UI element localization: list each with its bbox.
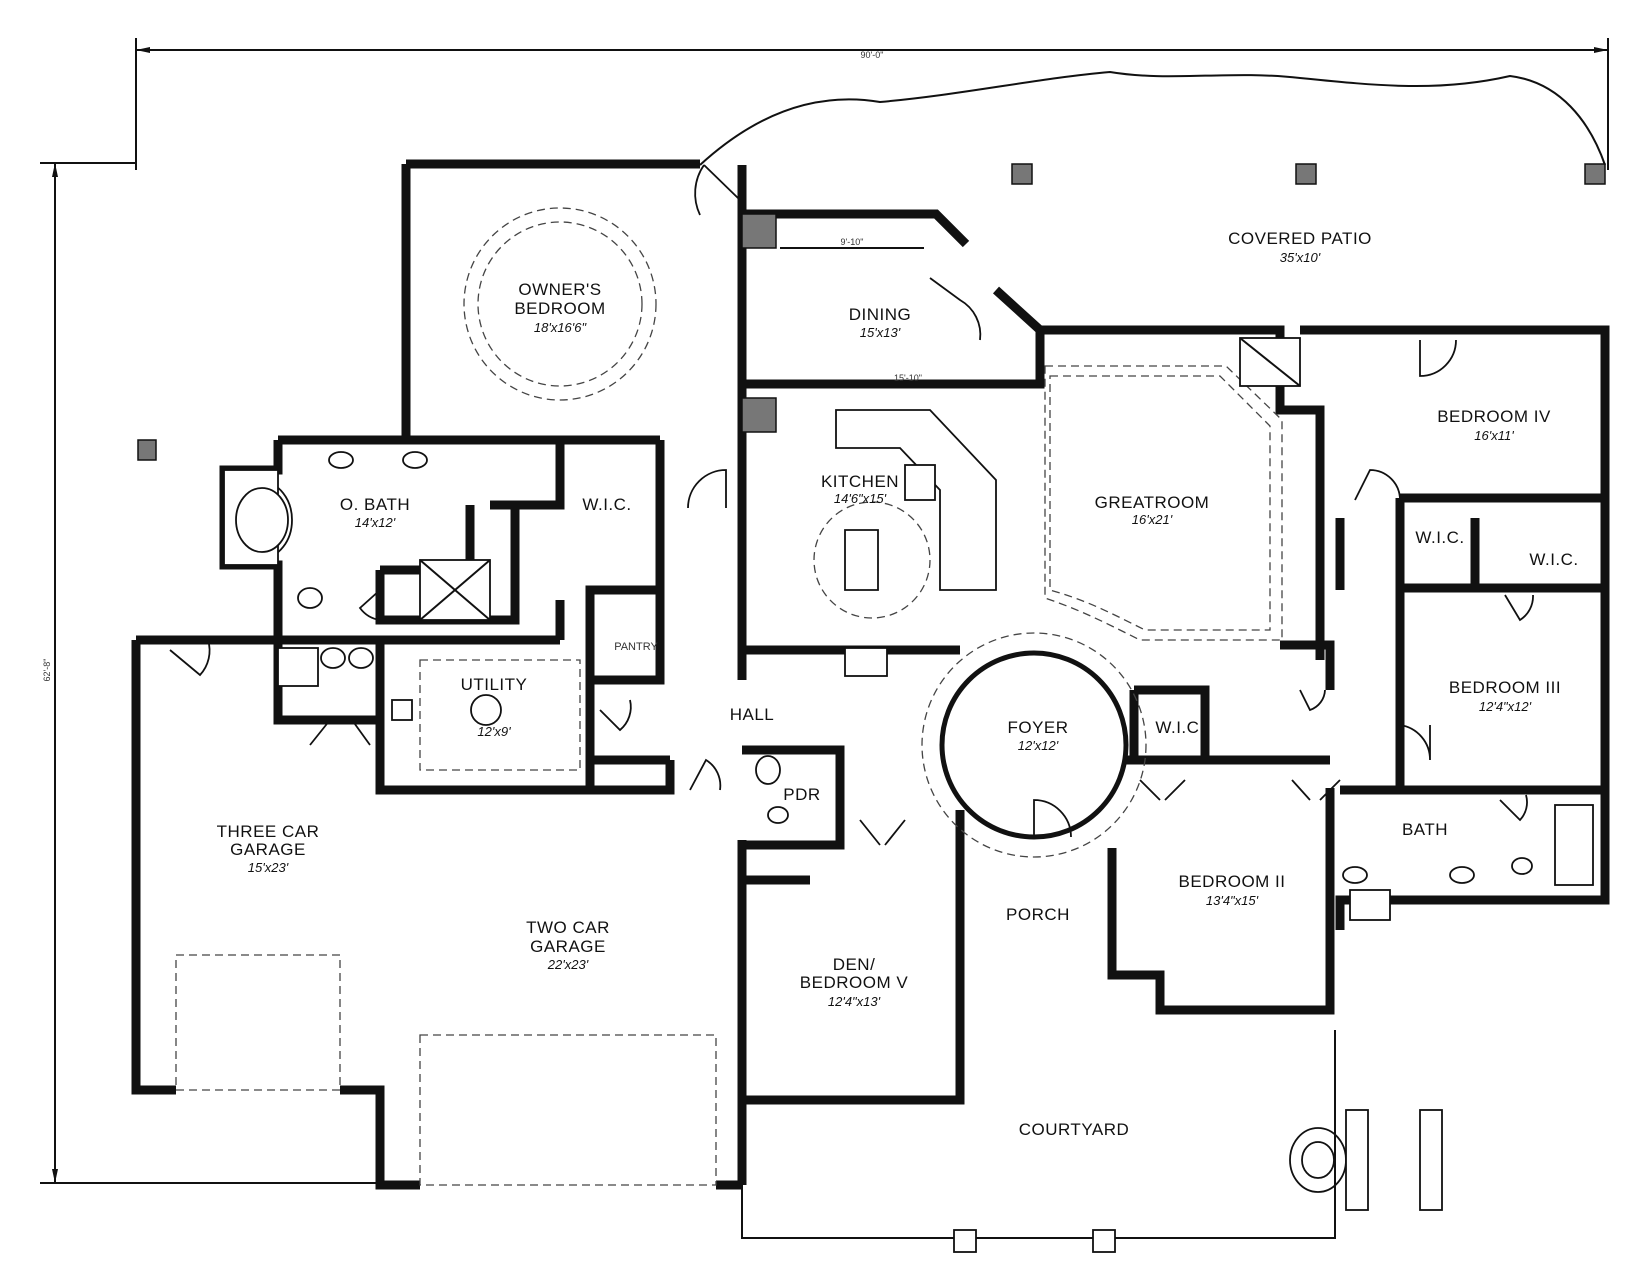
courtyard-label: COURTYARD xyxy=(1019,1120,1130,1139)
utility-label: UTILITY xyxy=(461,675,528,694)
bedroom-iv-size: 16'x11' xyxy=(1474,428,1514,443)
kitchen-label: KITCHEN xyxy=(821,472,899,491)
den-size: 12'4"x13' xyxy=(828,994,881,1009)
three-car-garage-label-1: THREE CAR xyxy=(217,822,320,841)
bedroom-ii-label: BEDROOM II xyxy=(1178,872,1285,891)
o-bath-label: O. BATH xyxy=(340,495,410,514)
dining-span-bottom: 15'-10" xyxy=(894,373,922,383)
patio-columns xyxy=(137,163,1606,461)
covered-patio-size: 35'x10' xyxy=(1280,250,1321,265)
greatroom-label: GREATROOM xyxy=(1095,493,1210,512)
pantry-label: PANTRY xyxy=(614,641,658,653)
wic-bed2-label: W.I.C. xyxy=(1155,718,1204,737)
doors xyxy=(169,164,1534,846)
pdr-label: PDR xyxy=(783,785,820,804)
bedroom-iii-size: 12'4"x12' xyxy=(1479,699,1532,714)
bedroom-iv-label: BEDROOM IV xyxy=(1437,407,1551,426)
o-bath-size: 14'x12' xyxy=(355,515,396,530)
overall-width-dim: 90'-0" xyxy=(861,50,884,60)
owners-bedroom-label-1: OWNER'S xyxy=(518,280,601,299)
foyer-label: FOYER xyxy=(1007,718,1068,737)
patio-roof-outline xyxy=(699,70,1606,166)
dining-span-top: 9'-10" xyxy=(841,237,864,247)
dining-label: DINING xyxy=(849,305,912,324)
utility-size: 12'x9' xyxy=(477,724,511,739)
fixtures xyxy=(223,337,1594,1211)
foyer-rotunda-dash xyxy=(921,632,1147,858)
kitchen-size: 14'6"x15' xyxy=(834,491,887,506)
two-car-garage-size: 22'x23' xyxy=(547,957,589,972)
foyer-size: 12'x12' xyxy=(1018,738,1059,753)
dining-size: 15'x13' xyxy=(860,325,901,340)
dimension-lines xyxy=(40,38,1609,1184)
two-car-garage-label-2: GARAGE xyxy=(530,937,606,956)
wic-bed4b-label: W.I.C. xyxy=(1529,550,1578,569)
bedroom-iii-label: BEDROOM III xyxy=(1449,678,1561,697)
greatroom-size: 16'x21' xyxy=(1132,512,1173,527)
den-label-1: DEN/ xyxy=(833,955,876,974)
wic-bed4a-label: W.I.C. xyxy=(1415,528,1464,547)
bedroom-ii-size: 13'4"x15' xyxy=(1206,893,1259,908)
three-car-garage-label-2: GARAGE xyxy=(230,840,306,859)
hall-label: HALL xyxy=(730,705,775,724)
den-label-2: BEDROOM V xyxy=(800,973,909,992)
bath-label: BATH xyxy=(1402,820,1448,839)
courtyard-pier-1 xyxy=(953,1229,977,1253)
porch-label: PORCH xyxy=(1006,905,1070,924)
ceiling-outlines xyxy=(175,207,1283,1186)
overall-depth-dim: 62'-8" xyxy=(42,659,52,682)
owners-bedroom-size: 18'x16'6" xyxy=(534,320,588,335)
covered-patio-label: COVERED PATIO xyxy=(1228,229,1372,248)
wic-owner-label: W.I.C. xyxy=(582,495,631,514)
owners-bedroom-label-2: BEDROOM xyxy=(514,299,605,318)
courtyard-pier-2 xyxy=(1092,1229,1116,1253)
three-car-garage-size: 15'x23' xyxy=(248,860,289,875)
two-car-garage-label-1: TWO CAR xyxy=(526,918,610,937)
